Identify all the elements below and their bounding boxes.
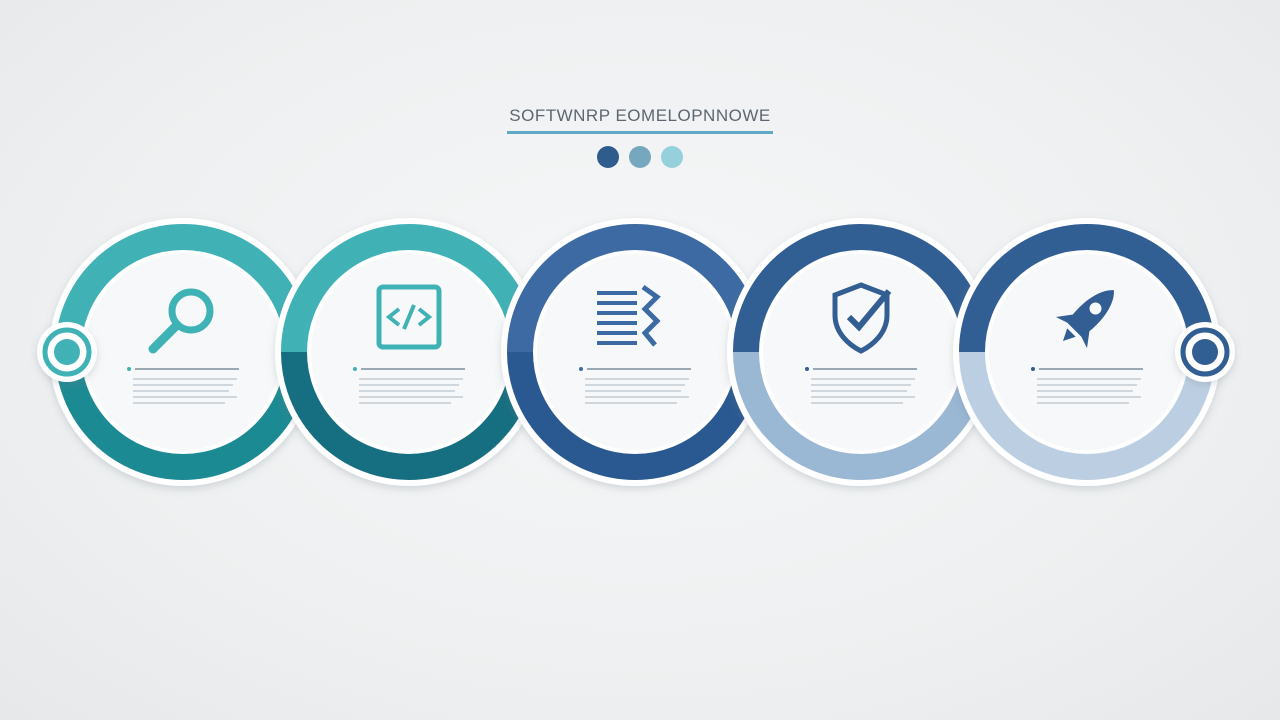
header: SOFTWNRP EOMELOPNNOWE (0, 100, 1280, 168)
step-arc-top (507, 224, 763, 353)
step-text-placeholder (579, 367, 691, 404)
step-arc-bottom (507, 351, 763, 480)
step-inner (989, 254, 1185, 450)
step-inner (537, 254, 733, 450)
step-inner (85, 254, 281, 450)
step-arc-top (281, 224, 537, 353)
step-text-placeholder (353, 367, 465, 404)
header-dot-3 (661, 146, 683, 168)
step-text-placeholder (127, 367, 239, 404)
code-window-icon (376, 284, 442, 350)
step-text-placeholder (1031, 367, 1143, 404)
step-arc-bottom (55, 351, 311, 480)
end-marker-icon (1175, 322, 1235, 382)
step-inner (311, 254, 507, 450)
page-title: SOFTWNRP EOMELOPNNOWE (507, 100, 773, 134)
step-arc-top (959, 224, 1215, 353)
step-2 (275, 218, 543, 486)
header-dots (597, 146, 683, 168)
shield-check-icon (832, 282, 892, 354)
step-arc-top (733, 224, 989, 353)
step-arc-bottom (281, 351, 537, 480)
step-1 (49, 218, 317, 486)
step-3 (501, 218, 769, 486)
header-dot-1 (597, 146, 619, 168)
step-text-placeholder (805, 367, 917, 404)
step-5 (953, 218, 1221, 486)
step-arc-top (55, 224, 311, 353)
start-marker-icon (37, 322, 97, 382)
rocket-icon (1055, 290, 1114, 349)
step-arc-bottom (959, 351, 1215, 480)
magnifier-icon (148, 288, 214, 354)
step-arc-bottom (733, 351, 989, 480)
header-dot-2 (629, 146, 651, 168)
list-lines-icon (597, 284, 661, 347)
